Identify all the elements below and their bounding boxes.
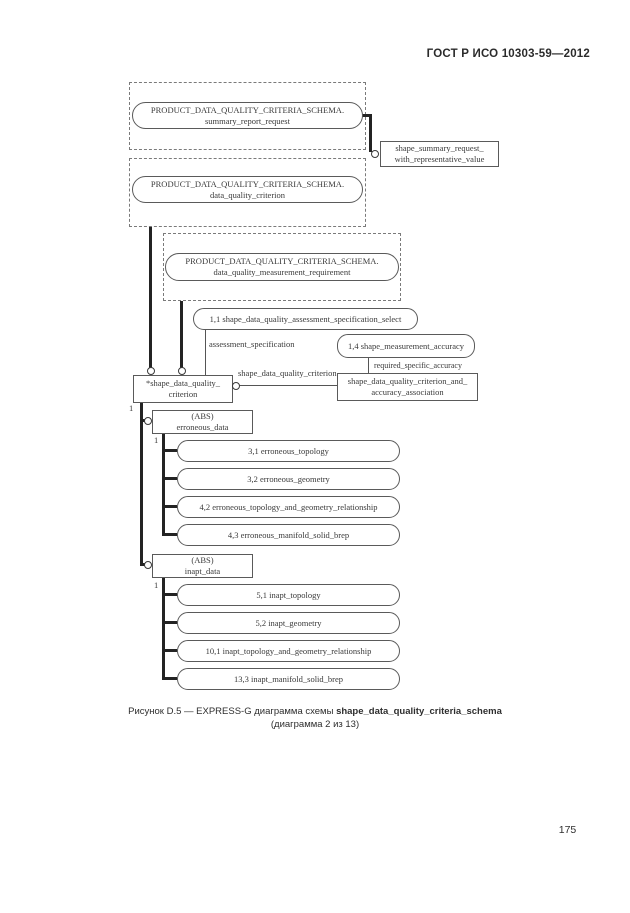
connector-circle [144, 417, 152, 425]
stadium-text: 3,1 erroneous_topology [248, 445, 329, 456]
stadium-text: 10,1 inapt_topology_and_geometry_relatio… [205, 645, 372, 656]
shape-summary-request-box: shape_summary_request_ with_representati… [380, 141, 499, 167]
attribute-line [368, 358, 369, 373]
stadium-text: 13,3 inapt_manifold_solid_brep [233, 673, 344, 684]
entity-text-line: *shape_data_quality_ [145, 378, 221, 389]
attribute-line [205, 330, 206, 375]
erroneous-subtype-stadium: 3,2 erroneous_geometry [177, 468, 400, 490]
dashed-schema-region-measurement [163, 233, 401, 301]
box-text-line: shape_summary_request_ [395, 143, 484, 154]
cardinality-label: 1 [154, 435, 159, 445]
relationship-line [361, 114, 372, 117]
attribute-line [239, 385, 338, 386]
caption-prefix: Рисунок D.5 — EXPRESS-G диаграмма схемы [128, 706, 337, 717]
inapt-subtype-stadium: 5,1 inapt_topology [177, 584, 400, 606]
relationship-line [180, 301, 183, 368]
stadium-text: 3,2 erroneous_geometry [247, 473, 330, 484]
relationship-line [163, 593, 177, 596]
criterion-entity-box: *shape_data_quality_ criterion [133, 375, 233, 403]
abs-marker-text: (ABS) [191, 555, 214, 566]
stadium-text: 5,2 inapt_geometry [255, 617, 322, 628]
select-stadium: 1,1 shape_data_quality_assessment_specif… [193, 308, 418, 330]
entity-text-line: inapt_data [184, 566, 221, 576]
interschema-ref-measurement-requirement: PRODUCT_DATA_QUALITY_CRITERIA_SCHEMA. da… [165, 253, 399, 281]
attribute-label: required_specific_accuracy [374, 361, 462, 370]
stadium-text: 5,1 inapt_topology [256, 589, 321, 600]
box-text-line: with_representative_value [394, 154, 485, 164]
erroneous-subtype-stadium: 4,2 erroneous_topology_and_geometry_rela… [177, 496, 400, 518]
caption-line2: (диаграмма 2 из 13) [270, 718, 360, 730]
relationship-line [163, 449, 177, 452]
inapt-subtype-stadium: 13,3 inapt_manifold_solid_brep [177, 668, 400, 690]
erroneous-subtype-stadium: 3,1 erroneous_topology [177, 440, 400, 462]
connector-circle [144, 561, 152, 569]
entity-text-line: shape_data_quality_criterion_and_ [347, 376, 468, 387]
abs-inapt-data-box: (ABS) inapt_data [152, 554, 253, 578]
connector-circle [178, 367, 186, 375]
interschema-ref-summary-report-request: PRODUCT_DATA_QUALITY_CRITERIA_SCHEMA. su… [132, 102, 363, 129]
stadium-text: 4,3 erroneous_manifold_solid_brep [227, 529, 350, 540]
entity-name-text: summary_report_request [205, 115, 290, 126]
attribute-label: shape_data_quality_criterion [238, 368, 337, 378]
cardinality-label: 1 [154, 580, 159, 590]
schema-name-text: PRODUCT_DATA_QUALITY_CRITERIA_SCHEMA. [150, 104, 345, 115]
abs-erroneous-data-box: (ABS) erroneous_data [152, 410, 253, 434]
page-number: 175 [558, 824, 577, 836]
relationship-line [140, 419, 146, 422]
stadium-text: 1,1 shape_data_quality_assessment_specif… [209, 313, 402, 324]
entity-text-line: criterion [168, 389, 198, 399]
dashed-schema-region-criterion [129, 158, 366, 227]
interschema-ref-data-quality-criterion: PRODUCT_DATA_QUALITY_CRITERIA_SCHEMA. da… [132, 176, 363, 203]
erroneous-subtype-stadium: 4,3 erroneous_manifold_solid_brep [177, 524, 400, 546]
relationship-line [162, 434, 165, 536]
relationship-line [162, 578, 165, 680]
relationship-line [163, 649, 177, 652]
relationship-line [149, 227, 152, 368]
accuracy-stadium: 1,4 shape_measurement_accuracy [337, 334, 475, 358]
inapt-subtype-stadium: 10,1 inapt_topology_and_geometry_relatio… [177, 640, 400, 662]
relationship-line [163, 677, 177, 680]
cardinality-label: 1 [129, 403, 134, 413]
schema-name-text: PRODUCT_DATA_QUALITY_CRITERIA_SCHEMA. [150, 178, 345, 189]
connector-circle [147, 367, 155, 375]
connector-circle [232, 382, 240, 390]
association-entity-box: shape_data_quality_criterion_and_ accura… [337, 373, 478, 401]
caption-schema-name: shape_data_quality_criteria_schema [336, 706, 502, 717]
relationship-line [163, 505, 177, 508]
abs-marker-text: (ABS) [191, 411, 214, 422]
entity-text-line: erroneous_data [176, 422, 229, 432]
relationship-line [140, 563, 146, 566]
schema-name-text: PRODUCT_DATA_QUALITY_CRITERIA_SCHEMA. [185, 256, 379, 267]
entity-name-text: data_quality_criterion [209, 189, 286, 200]
relationship-line [163, 477, 177, 480]
stadium-text: 4,2 erroneous_topology_and_geometry_rela… [199, 501, 378, 512]
inapt-subtype-stadium: 5,2 inapt_geometry [177, 612, 400, 634]
attribute-label: assessment_specification [209, 339, 295, 349]
relationship-line [163, 533, 177, 536]
connector-circle [371, 150, 379, 158]
figure-caption: Рисунок D.5 — EXPRESS-G диаграмма схемы … [0, 706, 630, 732]
page-header: ГОСТ Р ИСО 10303-59—2012 [426, 48, 590, 60]
entity-text-line: accuracy_association [371, 387, 444, 397]
relationship-line [140, 402, 143, 566]
relationship-line [369, 114, 372, 152]
entity-name-text: data_quality_measurement_requirement [213, 267, 351, 277]
stadium-text: 1,4 shape_measurement_accuracy [347, 340, 465, 351]
relationship-line [163, 621, 177, 624]
